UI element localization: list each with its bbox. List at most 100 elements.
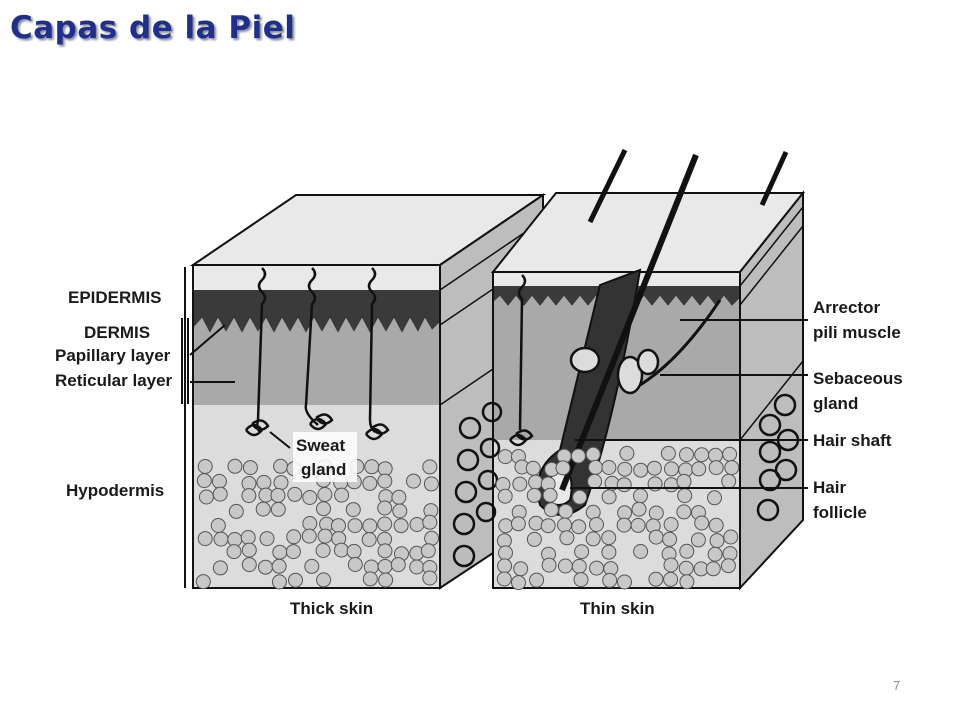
fat-cell: [616, 517, 632, 533]
fat-cell: [422, 570, 438, 586]
fat-cell: [196, 473, 212, 489]
thick-skin-dermis-layer: [193, 318, 440, 405]
fat-cell: [571, 519, 587, 535]
fat-cell: [420, 543, 436, 559]
fat-cell: [573, 572, 589, 588]
fat-cell: [362, 571, 378, 587]
fat-cell: [723, 529, 739, 545]
fat-cell: [286, 529, 302, 545]
fat-cell: [511, 575, 526, 591]
layer-brackets: [181, 267, 189, 588]
fat-cell: [558, 503, 574, 519]
fat-cell: [287, 486, 303, 502]
label-hair-follicle-line2: follicle: [813, 503, 867, 522]
fat-cell: [498, 545, 513, 561]
fat-cell: [648, 529, 664, 545]
fat-cell: [633, 544, 649, 559]
fat-cell: [241, 542, 257, 558]
fat-cell: [227, 458, 243, 474]
fat-cell: [633, 488, 648, 504]
fat-cell: [679, 574, 695, 590]
fat-cell: [423, 476, 439, 492]
thick-skin-fat-cells: [195, 458, 440, 590]
fat-cell: [362, 475, 378, 491]
fat-cell: [272, 544, 288, 560]
fat-cell: [240, 530, 256, 545]
label-sweat-gland-line1: Sweat: [296, 436, 345, 455]
fat-cell: [510, 516, 526, 532]
fat-cell: [601, 489, 617, 505]
fat-cell: [633, 462, 649, 478]
fat-cell: [678, 560, 694, 576]
fat-cell: [270, 487, 286, 503]
thin-skin-side-fat-cells: [756, 393, 800, 522]
fat-cell: [497, 558, 513, 574]
fat-cell: [694, 447, 710, 463]
fat-cell: [361, 532, 377, 548]
fat-cell: [646, 460, 662, 476]
slide-title: Capas de la Piel: [10, 10, 296, 46]
fat-cell: [258, 559, 273, 575]
fat-cell: [694, 515, 710, 531]
fat-cell: [543, 502, 559, 518]
fat-cell: [273, 458, 289, 474]
fat-cell: [677, 488, 693, 504]
label-hair-follicle-line1: Hair: [813, 478, 846, 497]
fat-cell: [226, 544, 242, 560]
label-epidermis: EPIDERMIS: [68, 288, 162, 307]
thin-skin-sweat-gland: [509, 429, 534, 447]
fat-cell: [406, 473, 421, 489]
label-dermis: DERMIS: [84, 323, 150, 342]
fat-cell: [256, 474, 272, 490]
fat-cell: [241, 557, 257, 573]
fat-cell: [285, 544, 301, 560]
label-sebaceous-line2: gland: [813, 394, 858, 413]
fat-cell: [241, 488, 257, 504]
fat-cell: [271, 558, 287, 574]
fat-cell: [378, 572, 394, 588]
sebaceous-gland-shape: [569, 346, 660, 395]
fat-cell: [496, 571, 512, 587]
fat-cell: [288, 572, 303, 588]
label-arrector-line1: Arrector: [813, 298, 880, 317]
fat-cell: [228, 503, 244, 519]
thin-skin-fat-cells: [495, 445, 740, 591]
label-thick-skin: Thick skin: [290, 599, 373, 618]
fat-cell: [409, 559, 425, 575]
fat-cell: [512, 476, 528, 492]
fat-cell: [679, 543, 695, 559]
fat-cell: [663, 571, 679, 587]
fat-cell: [648, 571, 664, 587]
fat-cell: [424, 530, 440, 546]
thin-skin-hair-right: [759, 150, 789, 207]
fat-cell: [660, 445, 676, 461]
fat-cell: [526, 487, 542, 503]
fat-cell: [393, 518, 409, 534]
fat-cell: [377, 516, 393, 532]
fat-cell: [663, 517, 679, 532]
fat-cell: [648, 505, 664, 521]
fat-cell: [601, 530, 617, 546]
fat-cell: [720, 558, 736, 574]
fat-cell: [705, 561, 721, 577]
thick-skin-sweat-duct-3: [367, 267, 377, 433]
hair-shaft: [559, 153, 699, 492]
sweat-gland-label-bg: [293, 432, 357, 482]
label-sweat-gland-line2: gland: [301, 460, 346, 479]
fat-cell: [585, 531, 601, 547]
fat-cell: [255, 501, 271, 517]
thick-skin-block: [189, 193, 547, 590]
thin-skin-sweat-duct: [517, 274, 527, 431]
fat-cell: [601, 544, 617, 560]
fat-cell: [526, 531, 542, 547]
fat-cell: [529, 572, 545, 588]
fat-cell: [721, 473, 737, 489]
fat-cell: [409, 517, 425, 532]
fat-cell: [377, 473, 393, 489]
fat-cell: [333, 542, 349, 558]
fat-cell: [525, 460, 541, 476]
fat-cell: [662, 531, 678, 547]
fat-cell: [602, 572, 618, 588]
fat-cell: [391, 489, 407, 505]
